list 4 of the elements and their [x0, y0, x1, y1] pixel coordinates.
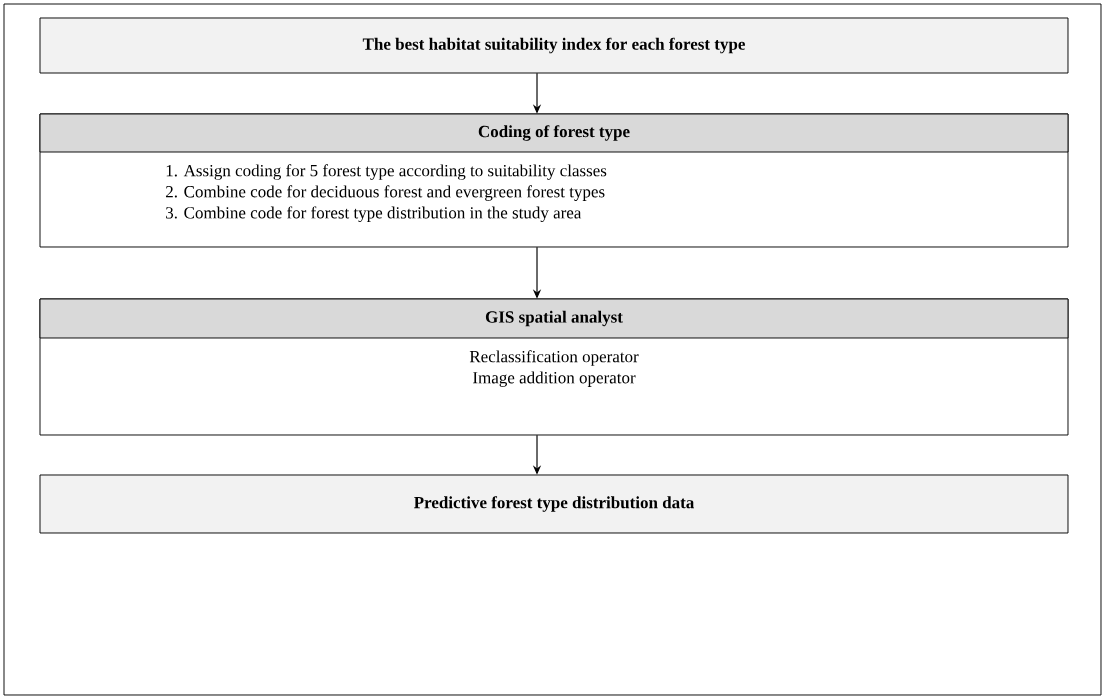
- process-box: Coding of forest type 1. Assign coding for 5 forest type according to suitability classes 2. Combine code for deciduous forest and evergreen forest types 3. Combine code for forest type distribution in the study area: [39, 113, 1069, 248]
- process-box: The best habitat suitability index for each forest type: [39, 17, 1069, 74]
- process-box: GIS spatial analyst Reclassification operator Image addition operator: [39, 298, 1069, 436]
- process-box: Predictive forest type distribution data: [39, 474, 1069, 534]
